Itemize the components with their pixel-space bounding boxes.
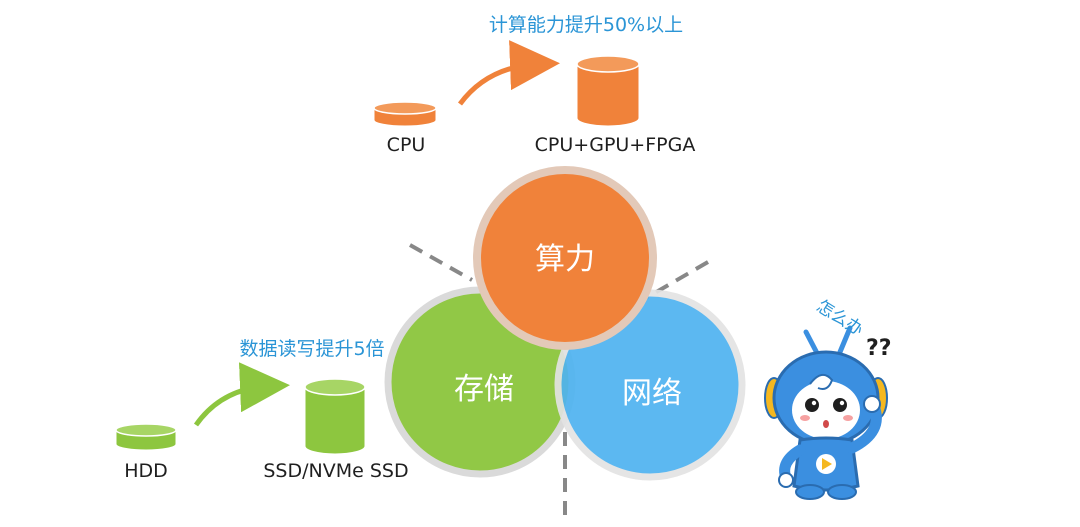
cpu-gpu-fpga-label: CPU+GPU+FPGA [534, 134, 696, 156]
ssd-nvme-label: SSD/NVMe SSD [263, 460, 409, 482]
cpu-gpu-fpga-cylinder-icon [576, 55, 640, 127]
cpu-label: CPU [386, 134, 426, 156]
compute-improvement-note: 计算能力提升50%以上 [488, 14, 684, 36]
compute-arrow-icon [457, 40, 560, 106]
hdd-cylinder-icon [115, 423, 177, 451]
mascot-question-marks: ?? [866, 336, 892, 361]
storage-circle-label: 存储 [454, 372, 514, 407]
cpu-cylinder-icon [373, 101, 437, 127]
compute-circle-label: 算力 [535, 242, 595, 277]
ssd-cylinder-icon [304, 378, 366, 455]
mascot-icon [764, 325, 888, 500]
network-circle-label: 网络 [622, 376, 682, 411]
compute-circle [473, 166, 657, 350]
hdd-label: HDD [124, 460, 168, 482]
storage-arrow-icon [193, 362, 290, 427]
storage-improvement-note: 数据读写提升5倍 [239, 338, 385, 360]
dashed-line-left [409, 243, 473, 282]
